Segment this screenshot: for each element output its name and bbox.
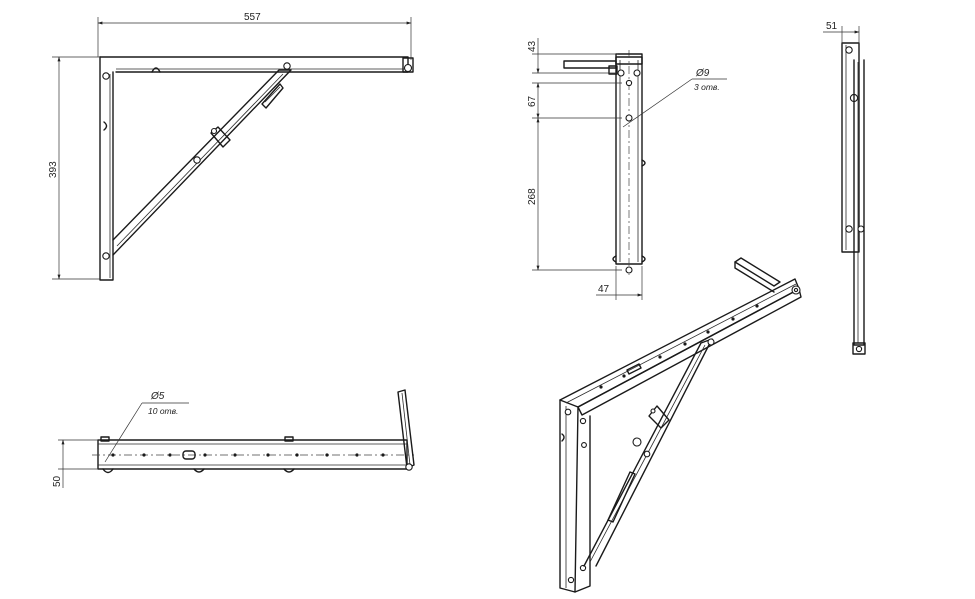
edge-view-dimensions: 51 <box>823 21 860 44</box>
front-view <box>99 56 414 281</box>
dimension-height-label: 393 <box>48 161 59 178</box>
dimension-50-label: 50 <box>52 475 63 487</box>
side-view-dimensions: 43 67 268 47 Ø9 3 отв. <box>527 38 727 300</box>
large-hole-count-label: 3 отв. <box>694 82 720 92</box>
dimension-47-label: 47 <box>598 284 610 295</box>
plan-view <box>92 389 415 474</box>
front-view-dimensions: 557 393 <box>48 12 412 280</box>
side-view <box>563 50 646 275</box>
plan-view-dimensions: 50 Ø5 10 отв. <box>52 391 189 488</box>
dimension-268-label: 268 <box>527 188 538 205</box>
dimension-43-label: 43 <box>527 40 538 52</box>
large-hole-diameter-label: Ø9 <box>695 68 710 79</box>
dimension-51-label: 51 <box>826 21 838 32</box>
small-hole-diameter-label: Ø5 <box>150 391 165 402</box>
small-hole-count-label: 10 отв. <box>148 406 178 416</box>
dimension-width-label: 557 <box>244 12 261 23</box>
edge-view <box>841 42 866 355</box>
dimension-67-label: 67 <box>527 95 538 107</box>
isometric-view <box>559 257 802 593</box>
